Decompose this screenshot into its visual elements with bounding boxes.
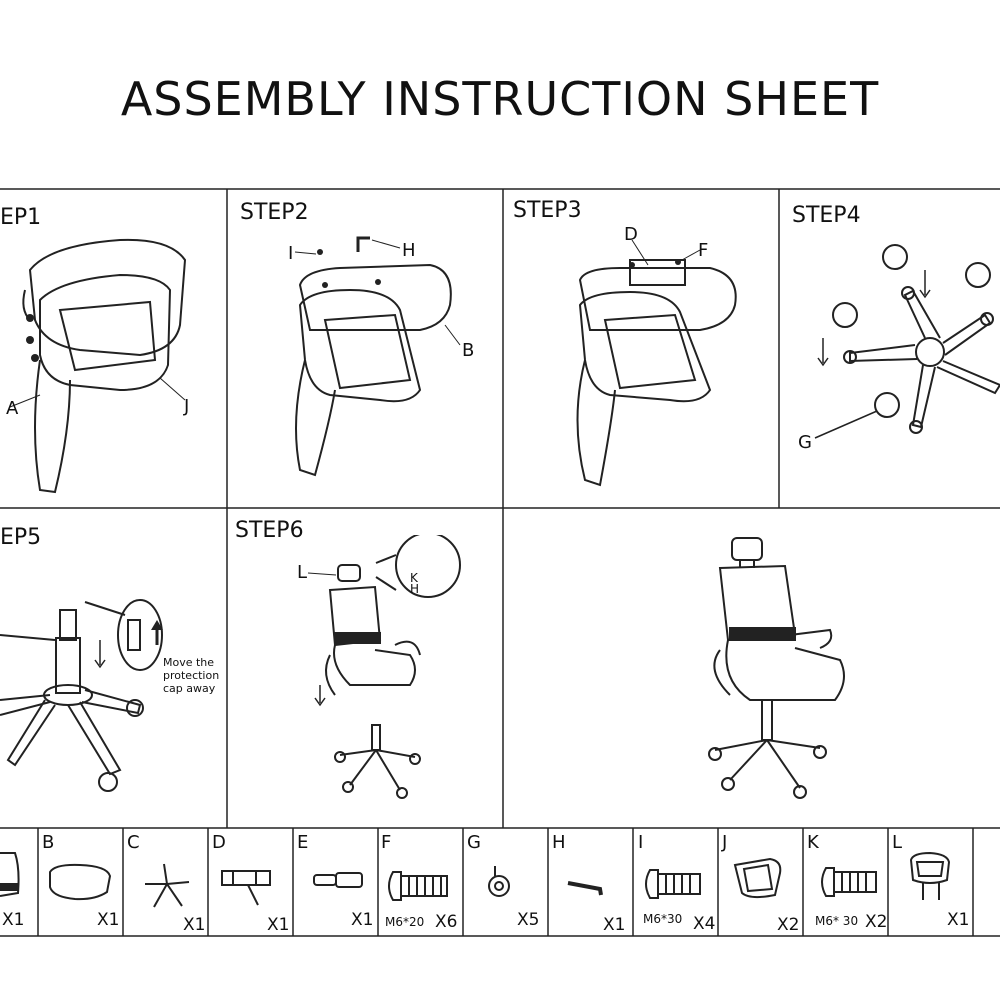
step5-label: EP5 bbox=[0, 525, 42, 550]
part-qty-c: X1 bbox=[183, 915, 206, 935]
part-letter-f: F bbox=[381, 832, 392, 853]
part-letter-e: E bbox=[297, 832, 309, 853]
step4-callout-g: G bbox=[798, 432, 812, 453]
part-qty-i: X4 bbox=[693, 914, 716, 934]
step3-callout-f: F bbox=[698, 240, 709, 261]
caster-icon bbox=[488, 866, 510, 897]
backrest-icon bbox=[0, 852, 20, 897]
step5-gaslift-illustration bbox=[0, 599, 163, 792]
step2-callout-b: B bbox=[462, 340, 475, 361]
step6-callout-l: L bbox=[297, 562, 308, 583]
headrest-icon bbox=[909, 851, 951, 900]
step1-callout-j: J bbox=[184, 396, 190, 417]
part-qty-e: X1 bbox=[351, 910, 374, 930]
part-qty-k: X2 bbox=[865, 912, 888, 932]
part-letter-b: B bbox=[42, 832, 55, 853]
step6-headrest-illustration bbox=[307, 535, 461, 799]
bolt-icon bbox=[388, 871, 448, 901]
part-letter-i: I bbox=[638, 832, 644, 853]
step4-base-casters-illustration bbox=[814, 244, 1000, 439]
step5-protection-cap-note: Move the protection cap away bbox=[163, 656, 220, 695]
star-base-icon bbox=[145, 863, 190, 908]
seat-cushion-icon bbox=[49, 863, 112, 901]
step2-label: STEP2 bbox=[240, 200, 309, 225]
bolt-icon bbox=[821, 867, 877, 897]
step2-seat-illustration bbox=[294, 236, 461, 477]
step3-mechanism-illustration bbox=[576, 240, 737, 487]
step3-callout-d: D bbox=[624, 224, 638, 245]
assembled-chair-illustration bbox=[708, 537, 845, 799]
part-qty-d: X1 bbox=[267, 915, 290, 935]
step1-label: EP1 bbox=[0, 205, 42, 230]
part-qty-g: X5 bbox=[517, 910, 540, 930]
gas-lift-icon bbox=[313, 872, 363, 888]
part-qty-a: X1 bbox=[2, 910, 25, 930]
part-qty-h: X1 bbox=[603, 915, 626, 935]
page-title: ASSEMBLY INSTRUCTION SHEET bbox=[120, 72, 880, 126]
part-qty-b: X1 bbox=[97, 910, 120, 930]
step2-callout-h: H bbox=[402, 240, 416, 261]
step2-callout-i: I bbox=[288, 243, 294, 264]
step3-label: STEP3 bbox=[513, 198, 582, 223]
part-letter-k: K bbox=[807, 832, 819, 853]
part-spec-i: M6*30 bbox=[643, 912, 683, 926]
part-letter-h: H bbox=[552, 832, 566, 853]
part-letter-d: D bbox=[212, 832, 226, 853]
part-spec-k: M6* 30 bbox=[815, 914, 859, 928]
step1-backrest-illustration bbox=[9, 238, 187, 494]
step1-callout-a: A bbox=[6, 398, 19, 419]
part-qty-l: X1 bbox=[947, 910, 970, 930]
part-letter-l: L bbox=[892, 832, 903, 853]
part-letter-g: G bbox=[467, 832, 481, 853]
part-spec-f: M6*20 bbox=[385, 915, 425, 929]
step6-callout-h: H bbox=[410, 582, 420, 596]
step6-label: STEP6 bbox=[235, 518, 304, 543]
part-letter-j: J bbox=[722, 832, 728, 853]
armrest-icon bbox=[733, 857, 782, 899]
mechanism-icon bbox=[221, 870, 271, 906]
bolt-icon bbox=[645, 869, 701, 899]
part-letter-c: C bbox=[127, 832, 140, 853]
part-qty-f: X6 bbox=[435, 912, 458, 932]
allen-key-icon bbox=[567, 881, 603, 896]
step4-label: STEP4 bbox=[792, 203, 861, 228]
step6-callout-k: K bbox=[410, 571, 418, 585]
part-qty-j: X2 bbox=[777, 915, 800, 935]
